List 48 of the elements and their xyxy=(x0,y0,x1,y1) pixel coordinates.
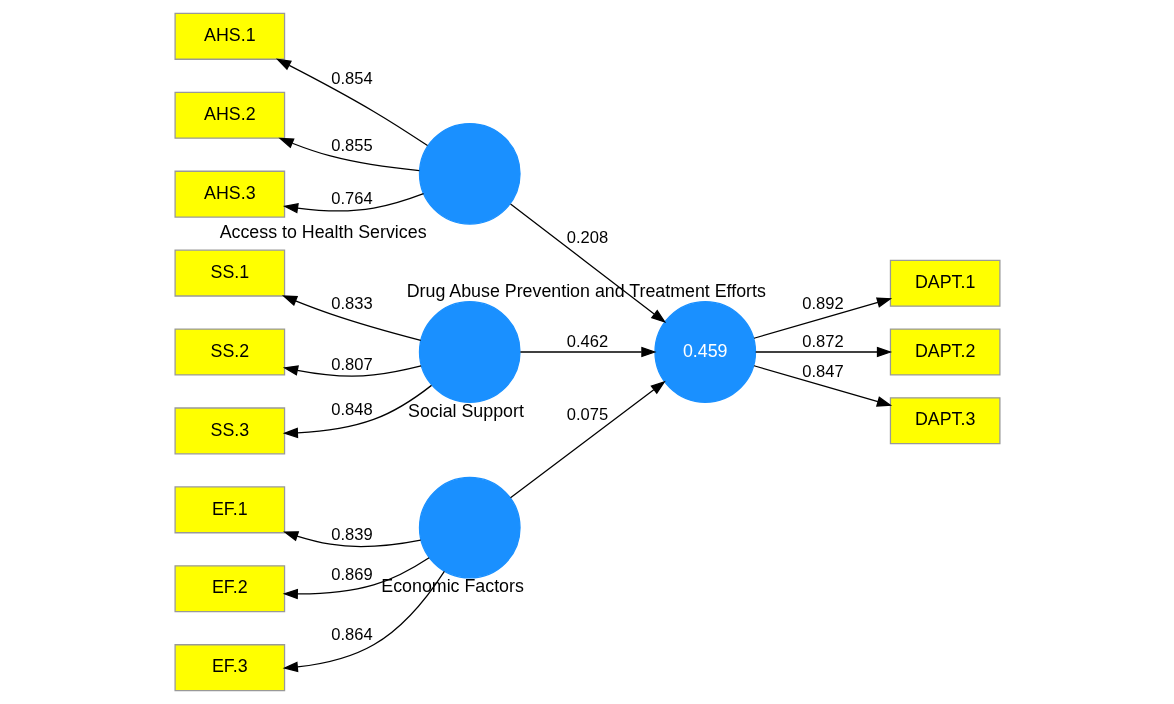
node-box: DAPT.2 xyxy=(889,328,1001,376)
arrow xyxy=(282,531,421,548)
node-box: EF.3 xyxy=(173,644,285,692)
arrow xyxy=(282,365,422,377)
arrow xyxy=(754,346,892,358)
node-circle: 0.459 xyxy=(653,301,756,403)
edge-label: 0.864 xyxy=(330,625,373,645)
node-circle xyxy=(418,122,521,225)
edge-label: 0.462 xyxy=(566,332,608,352)
edge-label: 0.833 xyxy=(330,294,373,314)
node-box: EF.2 xyxy=(173,565,285,613)
edge-label: 0.839 xyxy=(330,524,373,544)
node-circle xyxy=(418,301,521,403)
arrow xyxy=(282,570,445,673)
edge-label: 0.847 xyxy=(801,361,844,381)
arrow xyxy=(509,380,666,499)
node-label: Access to Health Services xyxy=(219,222,427,243)
arrow xyxy=(282,193,424,214)
node-box: SS.3 xyxy=(173,407,285,455)
node-box: DAPT.3 xyxy=(889,397,1001,445)
arrow xyxy=(509,203,666,324)
edge-label: 0.807 xyxy=(330,355,373,375)
arrow xyxy=(277,137,420,172)
arrow xyxy=(752,297,892,339)
edge-label: 0.869 xyxy=(330,565,373,585)
node-box: AHS.2 xyxy=(173,91,285,139)
node-box: AHS.1 xyxy=(173,12,285,60)
edge-label: 0.855 xyxy=(330,136,373,156)
node-label: Drug Abuse Prevention and Treatment Efforts xyxy=(406,280,766,301)
edge-label: 0.208 xyxy=(566,228,608,248)
node-box: SS.2 xyxy=(173,328,285,376)
arrow xyxy=(519,346,657,358)
arrow xyxy=(281,295,421,341)
arrow xyxy=(275,58,428,147)
edge-label: 0.872 xyxy=(801,332,844,352)
arrow xyxy=(752,365,892,407)
edge-label: 0.854 xyxy=(330,68,373,88)
node-box: AHS.3 xyxy=(173,170,285,218)
node-box: DAPT.1 xyxy=(889,259,1001,307)
edge-label: 0.848 xyxy=(330,399,373,419)
edge-label: 0.892 xyxy=(801,294,844,314)
edge-label: 0.764 xyxy=(330,188,373,208)
node-box: SS.1 xyxy=(173,249,285,297)
arrow xyxy=(282,384,432,439)
edge-label: 0.075 xyxy=(566,404,608,424)
node-label: Social Support xyxy=(407,400,524,421)
node-circle xyxy=(418,476,521,579)
node-box: EF.1 xyxy=(173,486,285,534)
